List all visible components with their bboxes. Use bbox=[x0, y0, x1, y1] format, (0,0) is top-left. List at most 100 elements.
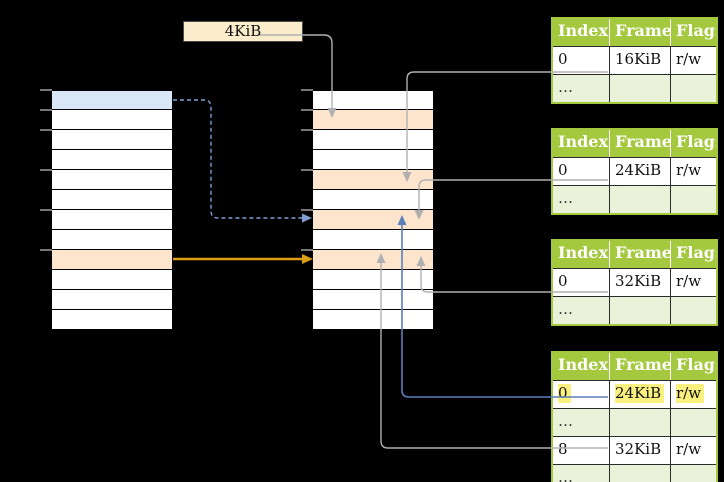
table-cell: r/w bbox=[670, 269, 716, 296]
table-header-cell: Index bbox=[558, 243, 609, 262]
table-cell: … bbox=[553, 297, 609, 324]
table-cell: … bbox=[553, 409, 609, 436]
table-header-cell: Index bbox=[558, 355, 609, 374]
arrow-virtual-page-to-frame-dashed bbox=[173, 99, 312, 223]
memory-row bbox=[52, 90, 172, 110]
table-cell bbox=[609, 409, 670, 436]
memory-row bbox=[52, 110, 172, 130]
virtual-memory-column bbox=[52, 90, 172, 330]
memory-row bbox=[313, 210, 433, 230]
memory-row bbox=[313, 170, 433, 190]
table-header-cell: Frame bbox=[609, 241, 670, 268]
memory-row bbox=[313, 90, 433, 110]
table-cell-text: 8 bbox=[558, 440, 568, 458]
table-cell-text: 0 bbox=[558, 161, 568, 179]
table-header-cell: Frame bbox=[609, 353, 670, 380]
memory-row bbox=[313, 110, 433, 130]
table-cell: … bbox=[553, 465, 609, 482]
table-cell-text: r/w bbox=[676, 50, 702, 68]
page-size-label: 4KiB bbox=[183, 21, 303, 42]
address-tick bbox=[40, 249, 52, 251]
arrow-virtual-page-to-frame-gold bbox=[173, 254, 313, 264]
memory-row bbox=[52, 170, 172, 190]
memory-row bbox=[52, 190, 172, 210]
address-tick bbox=[301, 109, 313, 111]
table-cell-text: 32KiB bbox=[615, 272, 662, 290]
memory-row bbox=[313, 130, 433, 150]
table-row: … bbox=[553, 464, 716, 482]
table-cell bbox=[609, 297, 670, 324]
table-header-row: IndexFrameFlags bbox=[553, 353, 716, 380]
table-cell-text: 32KiB bbox=[615, 440, 662, 458]
table-cell-text: … bbox=[558, 412, 573, 430]
table-row: 0 24KiB r/w bbox=[553, 380, 716, 408]
table-cell: 32KiB bbox=[609, 269, 670, 296]
table-header-cell: Flags bbox=[670, 130, 716, 157]
memory-row bbox=[52, 270, 172, 290]
table-cell-text: 24KiB bbox=[615, 161, 662, 179]
table-cell: 32KiB bbox=[609, 437, 670, 464]
table-cell-text: 0 bbox=[558, 50, 568, 68]
page-size-label-text: 4KiB bbox=[224, 22, 262, 40]
memory-row bbox=[313, 150, 433, 170]
table-row: 8 32KiB r/w bbox=[553, 436, 716, 464]
address-tick bbox=[301, 89, 313, 91]
table-cell-text: 16KiB bbox=[615, 50, 662, 68]
table-cell: 0 bbox=[553, 269, 609, 296]
table-cell-text: r/w bbox=[676, 272, 702, 290]
memory-row bbox=[313, 270, 433, 290]
table-cell: r/w bbox=[670, 47, 716, 74]
memory-row bbox=[52, 130, 172, 150]
table-cell-text: r/w bbox=[676, 161, 702, 179]
table-cell: 0 bbox=[553, 47, 609, 74]
address-tick bbox=[40, 209, 52, 211]
table-header-cell: Index bbox=[558, 132, 609, 151]
table-cell: … bbox=[553, 75, 609, 102]
table-row: … bbox=[553, 296, 716, 324]
table-header-row: IndexFrameFlags bbox=[553, 19, 716, 46]
memory-row bbox=[52, 250, 172, 270]
table-cell: … bbox=[553, 186, 609, 213]
memory-row bbox=[52, 210, 172, 230]
memory-row bbox=[313, 290, 433, 310]
table-cell bbox=[670, 409, 716, 436]
table-cell: r/w bbox=[670, 437, 716, 464]
page-table-2: IndexFrameFlags 0 24KiB r/w … bbox=[551, 128, 718, 215]
address-tick bbox=[301, 209, 313, 211]
memory-row bbox=[313, 250, 433, 270]
memory-row bbox=[52, 310, 172, 330]
table-cell-text: r/w bbox=[676, 440, 702, 458]
address-tick bbox=[40, 129, 52, 131]
table-cell bbox=[670, 465, 716, 482]
table-row: 0 24KiB r/w bbox=[553, 157, 716, 185]
table-cell: 24KiB bbox=[609, 381, 670, 408]
table-row: 0 16KiB r/w bbox=[553, 46, 716, 74]
memory-row bbox=[52, 150, 172, 170]
memory-row bbox=[52, 290, 172, 310]
memory-row bbox=[52, 230, 172, 250]
table-header-cell: Frame bbox=[609, 130, 670, 157]
table-cell-text: … bbox=[558, 78, 573, 96]
table-header-cell: Flags bbox=[670, 19, 716, 46]
memory-row bbox=[313, 230, 433, 250]
table-cell bbox=[609, 186, 670, 213]
table-row: … bbox=[553, 185, 716, 213]
table-cell: r/w bbox=[670, 381, 716, 408]
table-header-cell: Index bbox=[558, 21, 609, 40]
address-tick bbox=[40, 169, 52, 171]
table-cell: 0 bbox=[553, 381, 609, 408]
address-tick bbox=[301, 169, 313, 171]
page-table-4: IndexFrameFlags0 24KiB r/w … 8 32KiB r/w … bbox=[551, 351, 718, 482]
table-cell-text: … bbox=[558, 189, 573, 207]
address-tick bbox=[301, 129, 313, 131]
table-cell bbox=[670, 297, 716, 324]
address-tick bbox=[40, 109, 52, 111]
table-cell-text: … bbox=[558, 300, 573, 318]
table-row: … bbox=[553, 74, 716, 102]
memory-row bbox=[313, 310, 433, 330]
address-tick bbox=[40, 89, 52, 91]
table-cell-text: 24KiB bbox=[615, 384, 665, 403]
table-cell: 16KiB bbox=[609, 47, 670, 74]
page-table-3: IndexFrameFlags032KiBr/w… bbox=[551, 239, 718, 326]
